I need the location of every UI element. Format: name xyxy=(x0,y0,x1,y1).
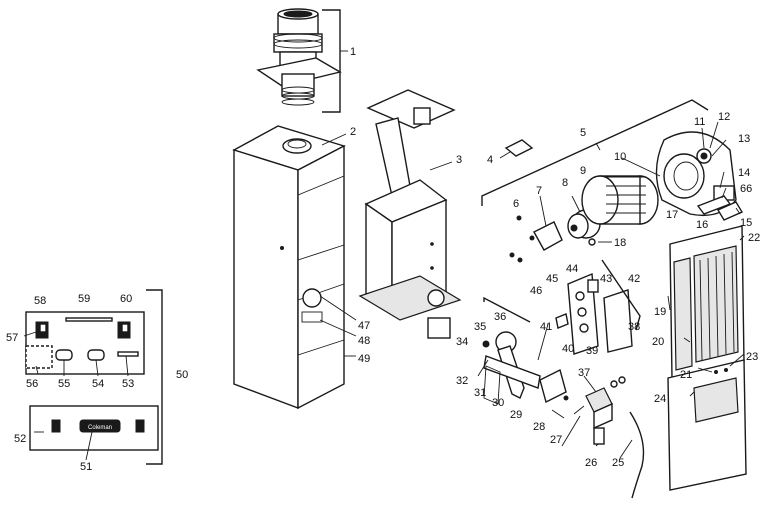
blower-housing xyxy=(655,131,744,221)
callout-21: 21 xyxy=(680,369,692,381)
callout-44: 44 xyxy=(566,263,578,275)
callout-28: 28 xyxy=(533,421,545,433)
callout-57: 57 xyxy=(6,332,18,344)
blower-assembly-bracket xyxy=(481,99,709,206)
callout-1: 1 xyxy=(350,46,356,58)
callout-32: 32 xyxy=(456,375,468,387)
callout-46: 46 xyxy=(530,285,542,297)
capacitor-small xyxy=(588,238,596,246)
thermostat-panel xyxy=(25,289,163,465)
callout-39: 39 xyxy=(586,345,598,357)
callout-35: 35 xyxy=(474,321,486,333)
callout-55: 55 xyxy=(58,378,70,390)
callout-53: 53 xyxy=(122,378,134,390)
control-bracket-38 xyxy=(601,259,641,331)
cabinet xyxy=(232,125,346,410)
callout-19: 19 xyxy=(654,306,666,318)
vent-pipe-assembly xyxy=(256,8,348,113)
callout-8: 8 xyxy=(562,177,568,189)
callout-2: 2 xyxy=(350,126,356,138)
callout-66: 66 xyxy=(740,183,752,195)
callout-59: 59 xyxy=(78,293,90,305)
callout-34: 34 xyxy=(456,336,468,348)
callout-29: 29 xyxy=(510,409,522,421)
callout-4: 4 xyxy=(487,154,493,166)
callout-38: 38 xyxy=(628,321,640,333)
callout-52: 52 xyxy=(14,433,26,445)
gas-line-25 xyxy=(629,411,645,499)
callout-58: 58 xyxy=(34,295,46,307)
callout-16: 16 xyxy=(696,219,708,231)
callout-23: 23 xyxy=(746,351,758,363)
callout-15: 15 xyxy=(740,217,752,229)
callout-51: 51 xyxy=(80,461,92,473)
leader-lines xyxy=(23,121,745,461)
callout-7: 7 xyxy=(536,185,542,197)
callout-37: 37 xyxy=(578,367,590,379)
callout-9: 9 xyxy=(580,165,586,177)
callout-10: 10 xyxy=(614,151,626,163)
gas-valve xyxy=(573,376,626,445)
lower-door xyxy=(667,359,747,491)
callout-labels: 1 2 3 4 5 6 7 8 9 10 11 12 13 14 15 16 1… xyxy=(6,46,760,473)
callout-49: 49 xyxy=(358,353,370,365)
callout-45: 45 xyxy=(546,273,558,285)
callout-41: 41 xyxy=(540,321,552,333)
control-cover xyxy=(603,289,633,353)
blower-wheel xyxy=(581,175,659,225)
callout-13: 13 xyxy=(738,133,750,145)
callout-25: 25 xyxy=(612,457,624,469)
callout-43: 43 xyxy=(600,273,612,285)
callout-20: 20 xyxy=(652,336,664,348)
mounting-plate xyxy=(499,139,534,159)
motor-bracket xyxy=(533,195,563,251)
callout-56: 56 xyxy=(26,378,38,390)
callout-24: 24 xyxy=(654,393,666,405)
callout-18: 18 xyxy=(614,237,626,249)
callout-22: 22 xyxy=(748,232,760,244)
callout-14: 14 xyxy=(738,167,750,179)
callout-54: 54 xyxy=(92,378,104,390)
callout-6: 6 xyxy=(513,198,519,210)
control-panel-51: Coleman xyxy=(29,405,159,451)
callout-31: 31 xyxy=(474,387,486,399)
control-board xyxy=(555,272,599,355)
filter-grille xyxy=(669,225,745,379)
callout-5: 5 xyxy=(580,127,586,139)
callout-42: 42 xyxy=(628,273,640,285)
callout-60: 60 xyxy=(120,293,132,305)
callout-17: 17 xyxy=(666,209,678,221)
callout-12: 12 xyxy=(718,111,730,123)
blower-screws xyxy=(509,215,535,263)
callout-27: 27 xyxy=(550,434,562,446)
callout-36: 36 xyxy=(494,311,506,323)
callout-11: 11 xyxy=(694,116,705,128)
callout-3: 3 xyxy=(456,154,462,166)
callout-40: 40 xyxy=(562,343,574,355)
logo-text: Coleman xyxy=(88,425,112,431)
callout-50: 50 xyxy=(176,369,188,381)
callout-30: 30 xyxy=(492,397,504,409)
burner-assembly xyxy=(482,296,569,405)
callout-47: 47 xyxy=(358,320,370,332)
callout-48: 48 xyxy=(358,335,370,347)
callout-26: 26 xyxy=(585,457,597,469)
heat-exchanger xyxy=(358,89,462,339)
